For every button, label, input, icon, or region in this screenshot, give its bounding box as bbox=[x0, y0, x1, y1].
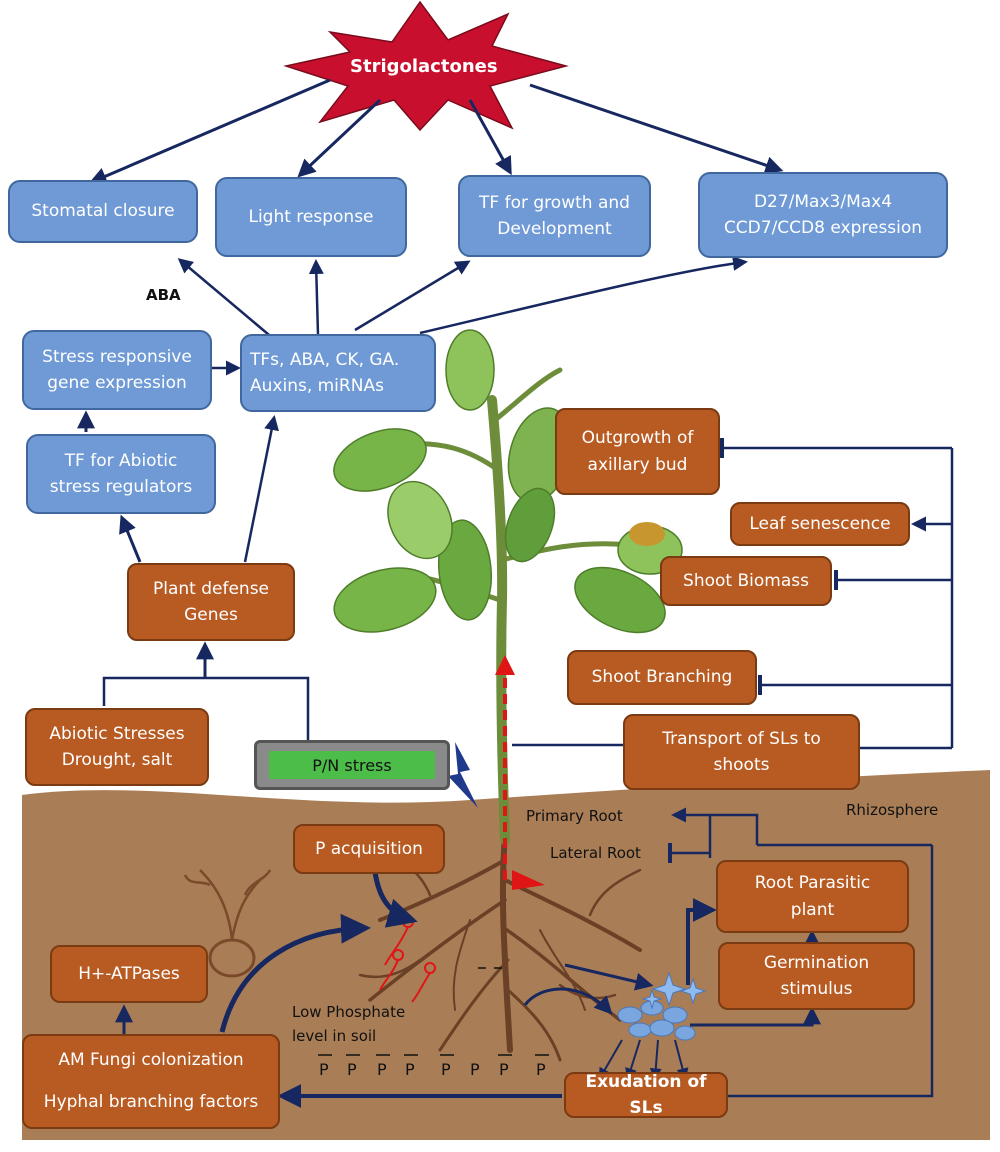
right-regulation-lines bbox=[512, 438, 954, 750]
rhizosphere-label: Rhizosphere bbox=[846, 801, 939, 819]
aba-label: ABA bbox=[146, 286, 181, 304]
sl-exudate-droplets bbox=[617, 1000, 696, 1041]
phosphate-symbol-2: P bbox=[347, 1060, 357, 1079]
phosphate-symbol-8: P bbox=[536, 1060, 546, 1079]
stomatal-closure-box: Stomatal closure bbox=[8, 180, 198, 243]
stress-bracket-line bbox=[102, 676, 310, 740]
lightning-bolt-icon bbox=[448, 742, 478, 808]
pn-stress-label: P/N stress bbox=[269, 751, 435, 779]
germination-stimulus-box: Germination stimulus bbox=[718, 942, 915, 1010]
phosphate-symbol-3: P bbox=[377, 1060, 387, 1079]
tfs-hormones-box: TFs, ABA, CK, GA. Auxins, miRNAs bbox=[240, 334, 436, 412]
phosphate-symbol-6: P bbox=[470, 1060, 480, 1079]
am-fungi-hyphae bbox=[183, 869, 272, 978]
axillary-bud-box: Outgrowth of axillary bud bbox=[555, 408, 720, 495]
tfs-output-arrows bbox=[177, 256, 748, 563]
strigolactones-title: Strigolactones bbox=[350, 56, 498, 77]
phosphate-symbol-7: P bbox=[499, 1060, 509, 1079]
exudation-sls-box: Exudation of SLs bbox=[564, 1072, 728, 1118]
root-parasitic-plant-box: Root Parasitic plant bbox=[716, 860, 909, 933]
shoot-branching-box: Shoot Branching bbox=[567, 650, 757, 705]
tf-abiotic-box: TF for Abiotic stress regulators bbox=[26, 434, 216, 514]
phosphate-overlines bbox=[318, 967, 549, 1056]
star-output-arrows bbox=[88, 78, 784, 185]
exudate-arrows bbox=[598, 1039, 689, 1081]
phosphate-symbol-1: P bbox=[319, 1060, 329, 1079]
stars-to-parasitic-arrow bbox=[686, 898, 717, 985]
abiotic-stresses-box: Abiotic Stresses Drought, salt bbox=[25, 708, 209, 786]
lateral-root-label: Lateral Root bbox=[550, 844, 641, 862]
root-exudate-arrow bbox=[523, 987, 613, 1015]
gene-expression-box: D27/Max3/Max4 CCD7/CCD8 expression bbox=[698, 172, 948, 258]
abiotic-chain-arrows bbox=[77, 410, 214, 678]
light-response-box: Light response bbox=[215, 177, 407, 257]
strigolactones-star bbox=[283, 0, 569, 132]
tf-growth-box: TF for growth and Development bbox=[458, 175, 651, 257]
leaf-senescence-box: Leaf senescence bbox=[730, 502, 910, 546]
senescent-leaf-spot bbox=[629, 522, 665, 546]
fungi-colonization-arrow bbox=[219, 913, 371, 1033]
sl-transport-arrow-root bbox=[512, 870, 545, 890]
low-phosphate-label: Low Phosphate level in soil bbox=[292, 1003, 406, 1045]
phosphate-symbol-4: P bbox=[405, 1060, 415, 1079]
p-acquisition-box: P acquisition bbox=[293, 824, 445, 874]
shoot-biomass-box: Shoot Biomass bbox=[660, 556, 832, 606]
primary-root-label: Primary Root bbox=[526, 807, 623, 825]
droplets-to-germination-arrow bbox=[690, 1006, 821, 1027]
sl-signal-stars bbox=[641, 971, 707, 1010]
transport-sls-box: Transport of SLs to shoots bbox=[623, 714, 860, 790]
am-fungi-box: AM Fungi colonization Hyphal branching f… bbox=[22, 1034, 280, 1129]
p-acquisition-arrow bbox=[372, 871, 418, 928]
stress-gene-expression-box: Stress responsive gene expression bbox=[22, 330, 212, 410]
plant-defense-genes-box: Plant defense Genes bbox=[127, 563, 295, 641]
phosphate-symbol-5: P bbox=[441, 1060, 451, 1079]
root-to-stars-arrow bbox=[564, 963, 654, 991]
root-regulation-lines bbox=[668, 807, 934, 1098]
h-atpases-box: H+-ATPases bbox=[50, 945, 208, 1003]
pn-stress-box: P/N stress bbox=[254, 740, 450, 790]
